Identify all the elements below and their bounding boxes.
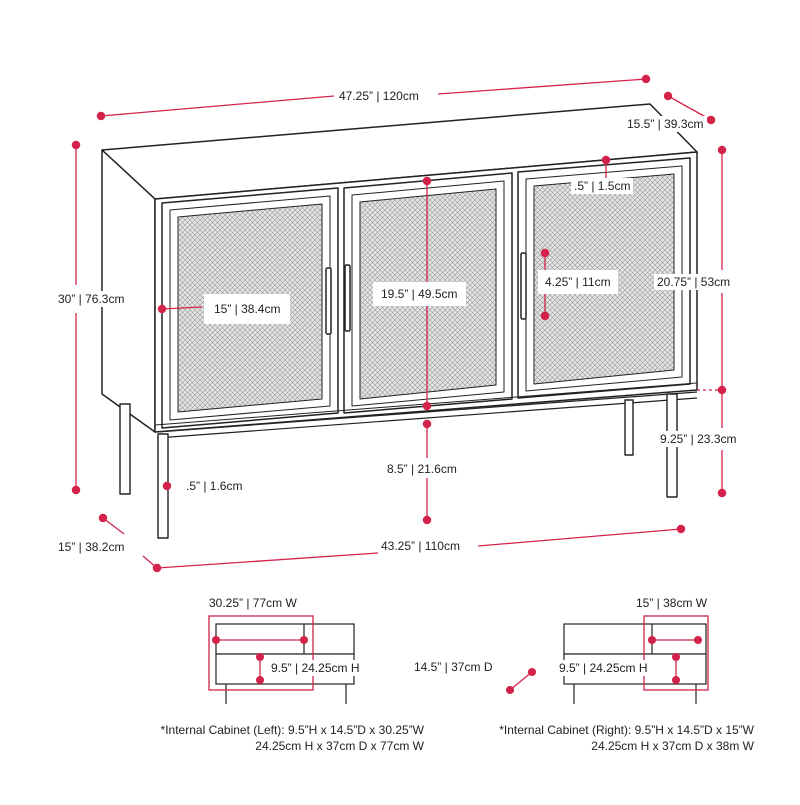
overall-width-label: 47.25” | 120cm [336, 88, 422, 104]
internal-left-height-label: 9.5” | 24.25cm H [268, 660, 363, 676]
internal-right-caption-line2: 24.25cm H x 37cm D x 38m W [591, 739, 754, 753]
handle-left [325, 267, 332, 335]
body-height-label: 20.75” | 53cm [654, 274, 734, 290]
leg-back-right [624, 399, 634, 456]
overall-height-label: 30” | 76.3cm [55, 291, 128, 307]
handle-center [344, 264, 351, 332]
internal-left-caption-line2: 24.25cm H x 37cm D x 77cm W [255, 739, 424, 753]
handle-length-label: 4.25” | 11cm [538, 270, 618, 294]
internal-depth-line [505, 667, 537, 695]
internal-left-width-label: 30.25” | 77cm W [209, 596, 297, 610]
door-gap-label: .5” | 1.5cm [571, 178, 634, 194]
handle-right [520, 252, 527, 320]
base-depth-label: 15” | 38.2cm [58, 540, 125, 554]
internal-left-caption-line1: *Internal Cabinet (Left): 9.5”H x 14.5”D… [160, 723, 424, 737]
internal-depth-label: 14.5” | 37cm D [414, 660, 493, 674]
internal-right-width-label: 15” | 38cm W [636, 596, 708, 610]
internal-right-diagram [563, 615, 709, 704]
internal-right-height-label: 9.5” | 24.25cm H [556, 660, 651, 676]
leg-height-label: 9.25” | 23.3cm [657, 431, 740, 447]
leg-back-left [119, 403, 131, 495]
internal-right-caption-line1: *Internal Cabinet (Right): 9.5”H x 14.5”… [499, 723, 754, 737]
overall-depth-label: 15.5” | 39.3cm [624, 116, 707, 132]
internal-right-caption: *Internal Cabinet (Right): 9.5”H x 14.5”… [430, 722, 754, 754]
internal-left-caption: *Internal Cabinet (Left): 9.5”H x 14.5”D… [100, 722, 424, 754]
floor-clearance-label: 8.5” | 21.6cm [384, 461, 460, 477]
door-width-label: 15” | 38.4cm [204, 294, 291, 324]
door-height-label: 19.5” | 49.5cm [373, 282, 466, 306]
base-width-label: 43.25” | 110cm [378, 538, 463, 554]
leg-thickness-label: .5” | 1.6cm [186, 479, 243, 493]
